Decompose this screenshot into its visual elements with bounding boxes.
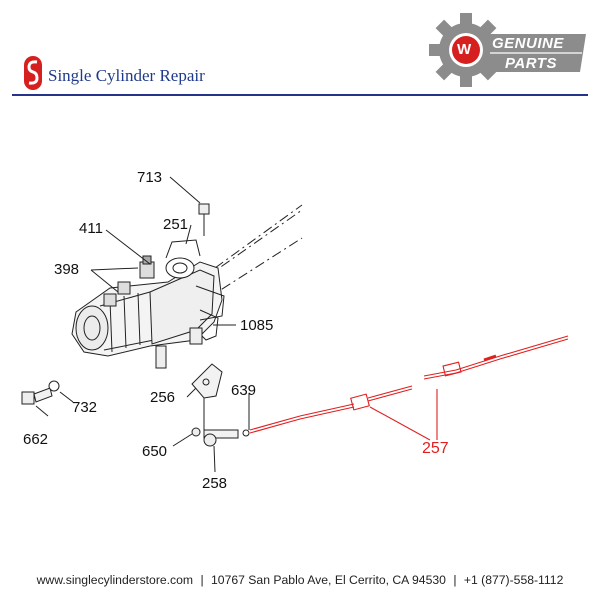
brand-logo-icon (24, 56, 42, 90)
bracket-256 (191, 363, 223, 399)
pump-assembly (71, 239, 225, 369)
footer-separator: | (200, 573, 204, 587)
brand-name: Single Cylinder Repair (48, 66, 205, 85)
bolt-662 (21, 380, 60, 405)
badge-initial: W (457, 41, 472, 58)
part-label-398: 398 (54, 261, 80, 278)
part-label-639: 639 (231, 382, 257, 399)
footer-address: 10767 San Pablo Ave, El Cerrito, CA 9453… (211, 573, 446, 587)
badge-line-1: GENUINE (492, 35, 564, 52)
part-label-411: 411 (79, 220, 103, 237)
footer-phone[interactable]: +1 (877)-558-1112 (463, 573, 564, 587)
part-label-257: 257 (422, 440, 449, 457)
part-label-258: 258 (202, 475, 228, 492)
part-label-256: 256 (150, 389, 176, 406)
header-rule (12, 94, 588, 96)
gear-badge-icon (429, 13, 586, 87)
badge-line-2: PARTS (505, 55, 557, 72)
footer: www.singlecylinderstore.com | 10767 San … (0, 573, 600, 587)
part-label-662: 662 (23, 431, 49, 448)
header: Single Cylinder Repair W GENUINE PARTS (0, 0, 600, 100)
part-label-713: 713 (137, 169, 163, 186)
linkage-258 (191, 398, 250, 447)
part-label-1085: 1085 (240, 317, 274, 334)
part-label-732: 732 (72, 399, 98, 416)
part-label-650: 650 (142, 443, 168, 460)
part-label-251: 251 (163, 216, 189, 233)
bolt-713 (198, 203, 210, 236)
footer-website[interactable]: www.singlecylinderstore.com (36, 573, 194, 587)
footer-separator: | (453, 573, 457, 587)
cable-257 (249, 335, 569, 441)
